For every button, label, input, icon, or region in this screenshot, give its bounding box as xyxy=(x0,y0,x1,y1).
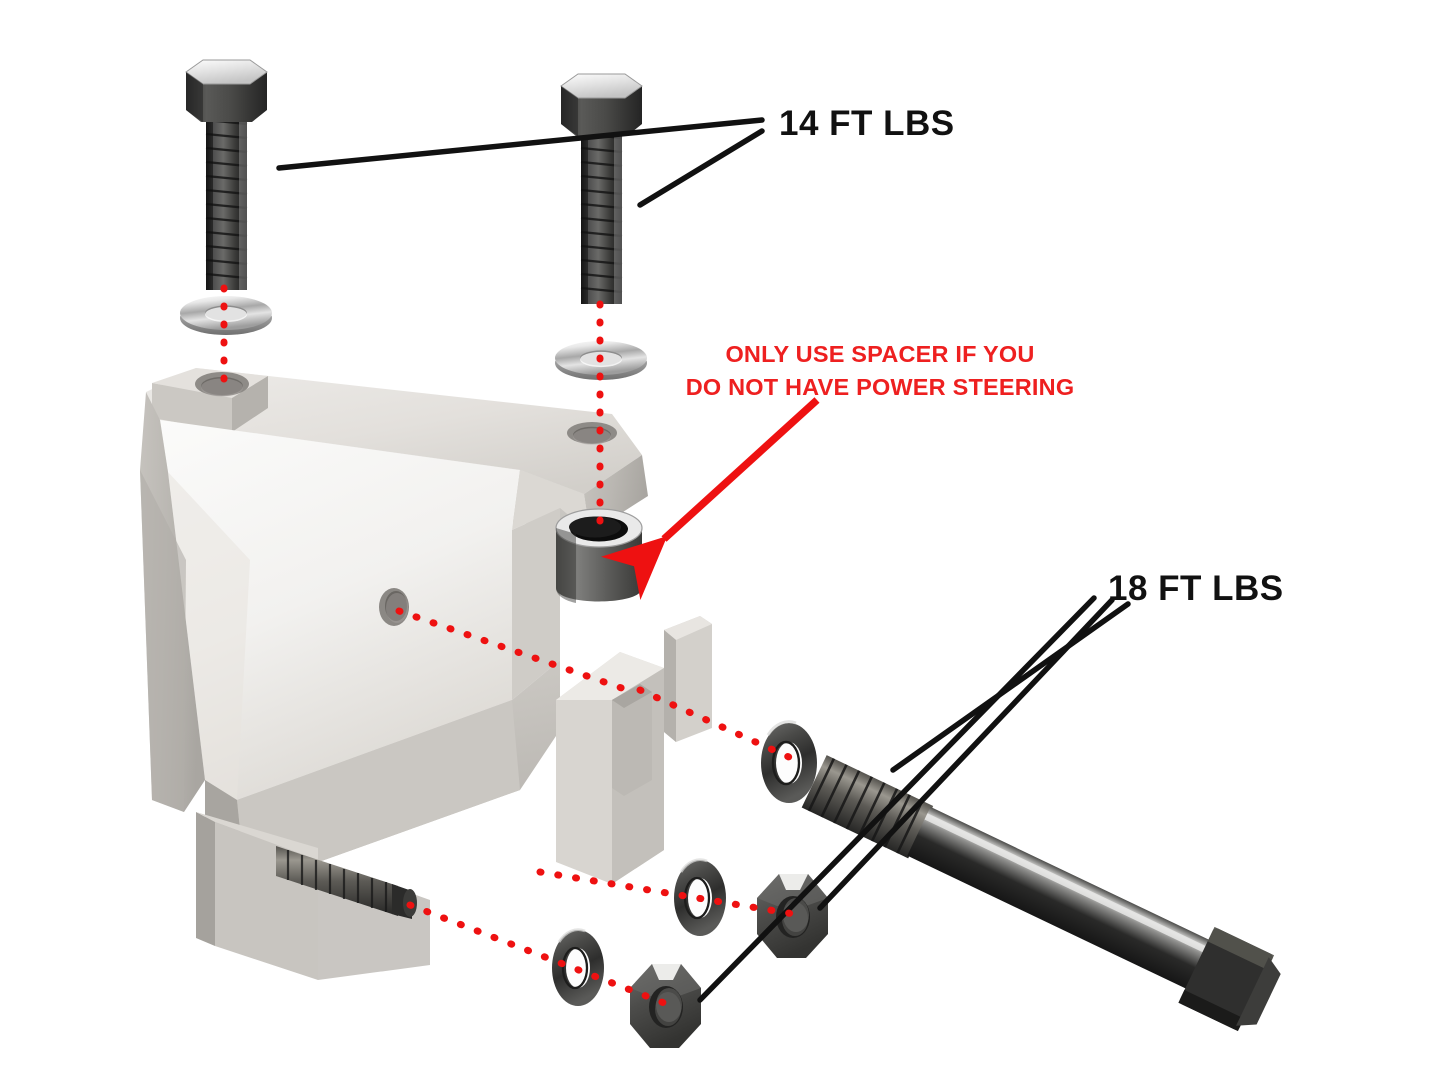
spacer-warning-line1: ONLY USE SPACER IF YOU xyxy=(725,341,1034,367)
threaded-stud xyxy=(276,846,417,919)
hex-nut-b xyxy=(630,964,701,1048)
clevis-bracket xyxy=(556,616,712,884)
bolt-upper-left xyxy=(185,59,268,290)
bolt-upper-right xyxy=(560,73,643,304)
hex-nut-a xyxy=(757,874,828,958)
spacer-warning-line2: DO NOT HAVE POWER STEERING xyxy=(686,374,1075,400)
torque-label-top: 14 FT LBS xyxy=(779,104,955,143)
spacer-warning-arrow xyxy=(601,397,820,600)
torque-leader-lines-top xyxy=(276,117,765,208)
washer-upper-left xyxy=(180,296,272,335)
washer-mid xyxy=(761,720,817,803)
assembly-axis-lines xyxy=(220,284,804,1010)
long-through-bolt xyxy=(801,755,1281,1032)
mounting-bracket xyxy=(140,368,648,980)
torque-leader-lines-bottom xyxy=(697,595,1131,1003)
torque-label-bottom: 18 FT LBS xyxy=(1108,569,1284,608)
